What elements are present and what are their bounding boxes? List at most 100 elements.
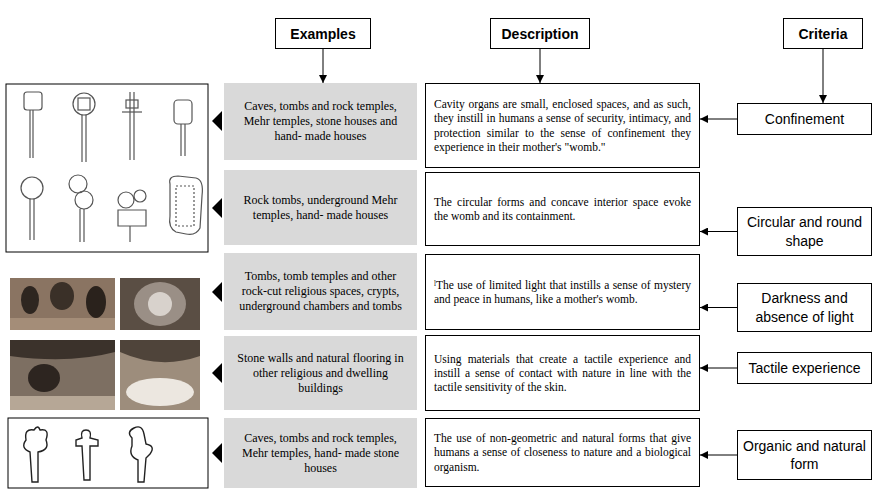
plan-sketch bbox=[83, 209, 84, 242]
arrow-connector bbox=[700, 455, 737, 456]
box-text: Tombs, tomb temples and other rock-cut r… bbox=[232, 269, 409, 314]
plan-sketch bbox=[79, 209, 80, 242]
box-text: Using materials that create a tactile ex… bbox=[434, 352, 691, 395]
cave-photo bbox=[50, 282, 74, 310]
plan-sketch bbox=[118, 192, 134, 208]
sketch-panel bbox=[8, 418, 208, 488]
description-box: The circular forms and concave interior … bbox=[425, 172, 700, 246]
plan-sketch bbox=[122, 111, 142, 112]
plan-sketch bbox=[118, 210, 146, 226]
organic-sketch bbox=[76, 430, 98, 480]
plan-sketch bbox=[32, 110, 33, 158]
plan-sketch bbox=[129, 92, 130, 160]
examples-box: Caves, tombs and rock temples, Mehr temp… bbox=[224, 83, 417, 160]
arrow-connector bbox=[700, 231, 737, 232]
cave-photo bbox=[120, 278, 200, 330]
box-text: Tactile experience bbox=[742, 359, 867, 377]
criteria-box: Confinement bbox=[737, 103, 872, 135]
criteria-box: Tactile experience bbox=[737, 352, 872, 384]
plan-sketch bbox=[33, 199, 34, 240]
plan-sketch bbox=[170, 176, 203, 234]
arrow-connector bbox=[823, 49, 824, 103]
box-text: Darkness and absence of light bbox=[742, 289, 867, 325]
plan-sketch bbox=[81, 115, 82, 162]
plan-sketch bbox=[75, 191, 93, 209]
plan-sketch bbox=[129, 226, 130, 242]
plan-sketches bbox=[21, 92, 202, 242]
plan-sketch bbox=[29, 110, 30, 158]
box-text: Stone walls and natural flooring in othe… bbox=[232, 351, 409, 396]
box-text: Cavity organs are small, enclosed spaces… bbox=[434, 97, 691, 154]
plan-sketch bbox=[69, 175, 87, 193]
cave-photo bbox=[134, 282, 186, 326]
plan-sketch bbox=[126, 100, 138, 108]
description-box: ˡThe use of limited light that instills … bbox=[425, 254, 700, 330]
column-header: Criteria bbox=[783, 18, 863, 49]
cave-photo bbox=[10, 340, 115, 359]
examples-box: Rock tombs, underground Mehr temples, ha… bbox=[224, 170, 417, 245]
plan-sketch bbox=[85, 115, 86, 162]
box-text: Caves, tombs and rock temples, Mehr temp… bbox=[232, 99, 409, 144]
plan-sketch bbox=[184, 124, 185, 156]
arrow-connector bbox=[700, 368, 737, 369]
plan-sketch bbox=[21, 177, 43, 199]
cave-photo bbox=[10, 340, 115, 410]
organic-sketches bbox=[24, 427, 153, 482]
cave-photo bbox=[10, 396, 115, 410]
sketch-panel bbox=[6, 84, 208, 252]
examples-box: Tombs, tomb temples and other rock-cut r… bbox=[224, 253, 417, 330]
cave-photo bbox=[126, 378, 194, 406]
arrow-connector bbox=[700, 119, 737, 120]
cave-photo bbox=[148, 292, 172, 316]
criteria-box: Circular and round shape bbox=[737, 207, 872, 256]
arrow-connector bbox=[540, 49, 541, 83]
examples-box: Stone walls and natural flooring in othe… bbox=[224, 336, 417, 410]
box-text: ˡThe use of limited light that instills … bbox=[434, 278, 691, 307]
organic-sketch bbox=[129, 427, 152, 482]
pointer-triangle bbox=[212, 443, 222, 463]
box-text: Caves, tombs and rock temples, Mehr temp… bbox=[232, 431, 409, 476]
arrow-connector bbox=[700, 307, 737, 308]
box-text: Criteria bbox=[788, 26, 858, 42]
cave-photo bbox=[120, 340, 200, 362]
examples-box: Caves, tombs and rock temples, Mehr temp… bbox=[224, 418, 417, 488]
plan-sketch bbox=[174, 100, 192, 124]
plan-sketch bbox=[73, 93, 95, 115]
cave-photo bbox=[21, 286, 39, 314]
cave-photo bbox=[120, 340, 200, 410]
pointer-triangle bbox=[212, 282, 222, 302]
pointer-triangle bbox=[212, 363, 222, 383]
column-header: Description bbox=[490, 18, 590, 49]
plan-sketch bbox=[176, 186, 194, 226]
box-text: Circular and round shape bbox=[742, 213, 867, 249]
box-text: Rock tombs, underground Mehr temples, ha… bbox=[232, 193, 409, 223]
arrow-connector bbox=[323, 49, 324, 83]
description-box: The use of non-geometric and natural for… bbox=[425, 418, 700, 487]
pointer-triangle bbox=[212, 111, 222, 131]
cave-photo bbox=[86, 286, 106, 318]
cave-photo bbox=[10, 278, 115, 330]
description-box: Using materials that create a tactile ex… bbox=[425, 335, 700, 411]
cave-photos bbox=[10, 278, 200, 410]
column-header: Examples bbox=[275, 18, 371, 49]
pointer-triangles bbox=[212, 111, 222, 463]
organic-sketch bbox=[24, 427, 47, 482]
plan-sketch bbox=[24, 92, 42, 110]
plan-sketch bbox=[78, 98, 90, 110]
description-box: Cavity organs are small, enclosed spaces… bbox=[425, 83, 700, 168]
box-text: Confinement bbox=[742, 110, 867, 128]
plan-sketch bbox=[29, 199, 30, 240]
cave-photo bbox=[10, 318, 115, 330]
box-text: Organic and natural form bbox=[742, 437, 867, 473]
pointer-triangle bbox=[212, 198, 222, 218]
box-text: Examples bbox=[280, 26, 366, 42]
box-text: Description bbox=[495, 26, 585, 42]
criteria-box: Organic and natural form bbox=[737, 430, 872, 480]
plan-sketch bbox=[180, 124, 181, 156]
cave-photo bbox=[28, 364, 60, 392]
plan-sketch bbox=[134, 190, 146, 202]
plan-sketch bbox=[133, 92, 134, 160]
box-text: The circular forms and concave interior … bbox=[434, 195, 691, 224]
box-text: The use of non-geometric and natural for… bbox=[434, 431, 691, 474]
